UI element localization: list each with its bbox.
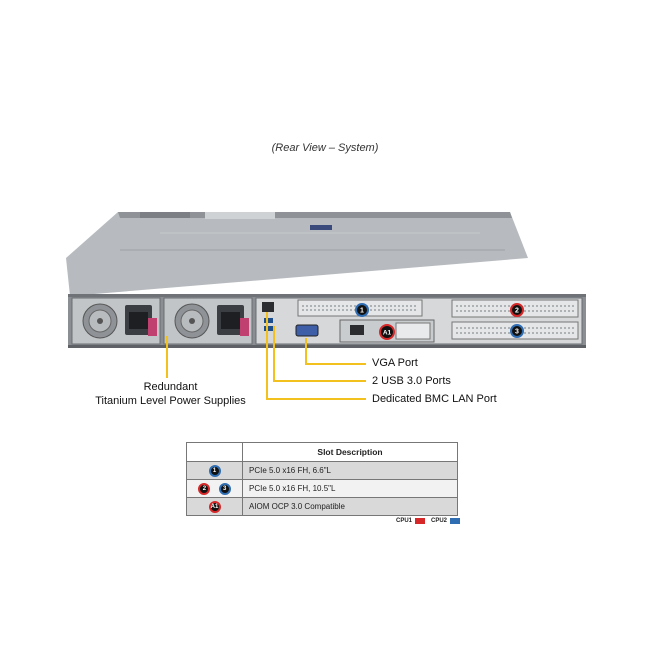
chassis-badge [310, 225, 332, 230]
usb-callout-line [273, 326, 366, 382]
table-header-description: Slot Description [242, 442, 458, 462]
svg-text:A1: A1 [383, 330, 392, 337]
slot-marker-2: 2 [510, 303, 524, 317]
slot-description-table: Slot Description 1 PCIe 5.0 x16 FH, 6.6"… [186, 442, 458, 516]
psu-label: Redundant Titanium Level Power Supplies [88, 380, 253, 408]
psu-label-line1: Redundant [143, 381, 198, 393]
bmc-callout-line [266, 312, 366, 400]
cpu2-legend-label: CPU2 [431, 518, 448, 524]
table-row: 2 3 PCIe 5.0 x16 FH, 10.5"L [186, 479, 458, 498]
bmc-lan-label: Dedicated BMC LAN Port [372, 393, 497, 405]
diagram-caption: (Rear View – System) [271, 142, 379, 154]
slot-badge-cell: 2 3 [186, 479, 243, 498]
power-supply-1 [71, 297, 161, 345]
svg-text:3: 3 [515, 329, 519, 336]
cpu1-legend-label: CPU1 [396, 518, 413, 524]
cpu2-legend-swatch [450, 518, 461, 524]
slot-badge-3: 3 [218, 482, 231, 495]
slot-badge-cell: 1 [186, 461, 243, 480]
slot-marker-a1: A1 [379, 324, 395, 340]
svg-text:2: 2 [515, 308, 519, 315]
power-supply-2 [163, 297, 253, 345]
psu-label-line2: Titanium Level Power Supplies [95, 395, 246, 407]
vga-port [295, 324, 319, 337]
usb-ports-label: 2 USB 3.0 Ports [372, 375, 451, 387]
usb-port-2 [264, 326, 273, 331]
bmc-lan-port [262, 302, 274, 312]
slot-description: PCIe 5.0 x16 FH, 10.5"L [242, 479, 458, 498]
svg-text:1: 1 [360, 308, 364, 315]
slot-description: AIOM OCP 3.0 Compatible [242, 497, 458, 516]
vga-callout-line [305, 338, 366, 365]
slot-badge-cell: A1 [186, 497, 243, 516]
table-header-row: Slot Description [186, 442, 458, 462]
cpu1-legend-swatch [415, 518, 426, 524]
slot-marker-3: 3 [510, 324, 524, 338]
chassis-top-cover [66, 212, 528, 296]
table-row: A1 AIOM OCP 3.0 Compatible [186, 497, 458, 516]
slot-marker-1: 1 [355, 303, 369, 317]
slot-badge-a1: A1 [208, 500, 221, 513]
slot-badge-2: 2 [198, 482, 211, 495]
vga-port-label: VGA Port [372, 357, 418, 369]
slot-description: PCIe 5.0 x16 FH, 6.6"L [242, 461, 458, 480]
table-header-blank [186, 442, 243, 462]
table-row: 1 PCIe 5.0 x16 FH, 6.6"L [186, 461, 458, 480]
usb-port-1 [264, 318, 273, 323]
cpu-legend: CPU1 CPU2 [396, 518, 461, 524]
slot-badge-1: 1 [208, 464, 221, 477]
